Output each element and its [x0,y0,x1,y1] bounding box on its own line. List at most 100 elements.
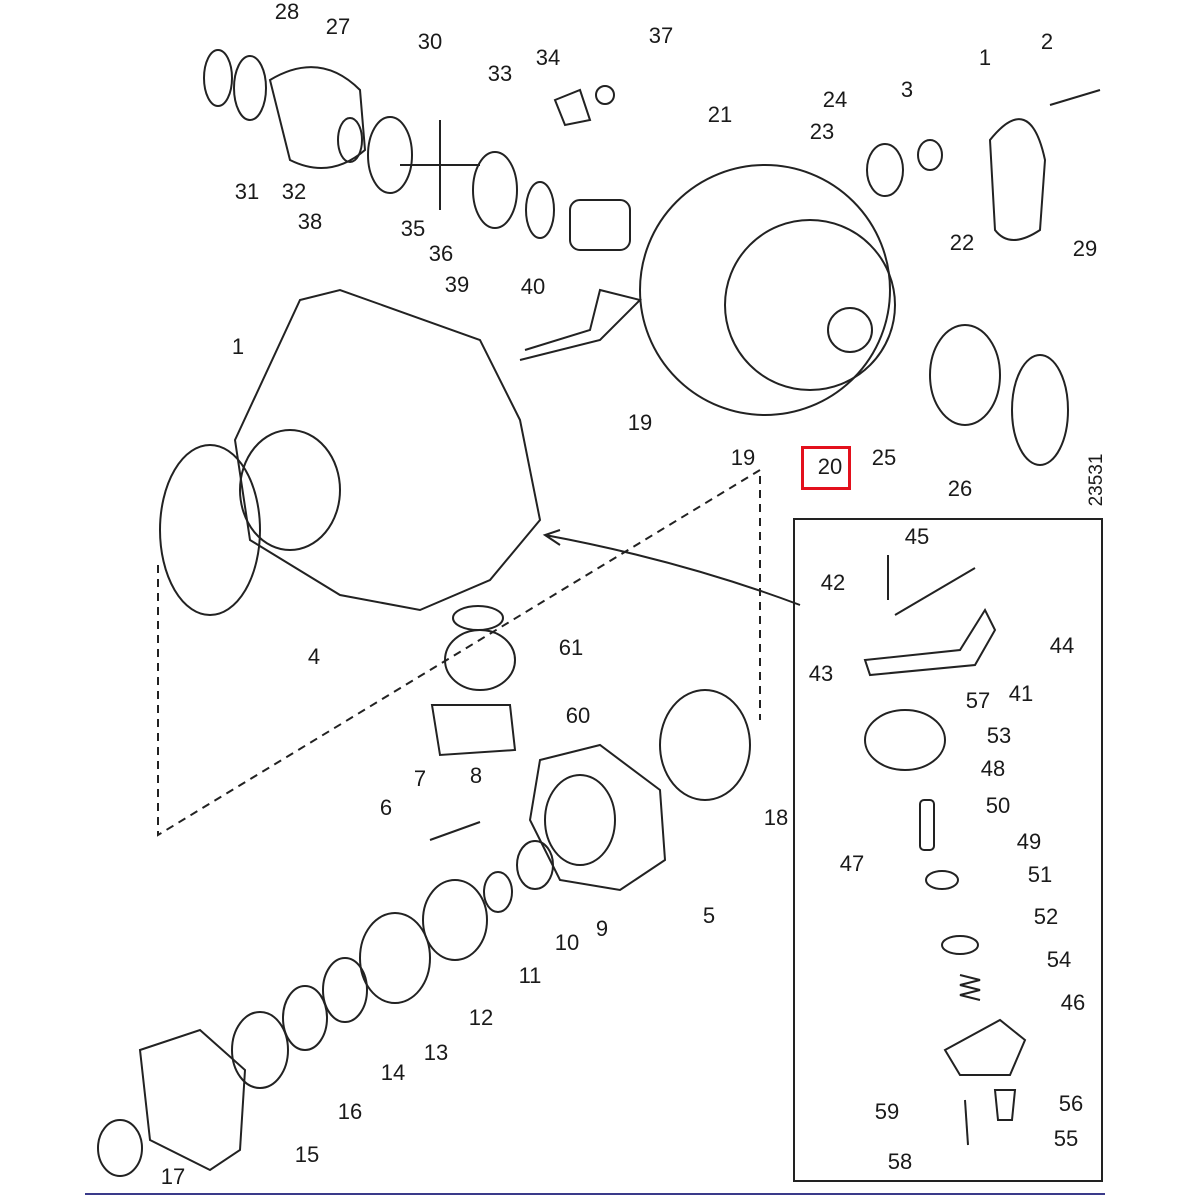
callout-41[interactable]: 41 [1008,681,1034,706]
callout-17[interactable]: 17 [160,1164,186,1189]
highlight-box-part-20[interactable] [801,446,851,490]
part-gear-35 [367,116,413,194]
part-bearing-18 [659,689,751,801]
part-pinion-19 [519,288,642,361]
callout-38[interactable]: 38 [297,209,323,234]
callout-34[interactable]: 34 [535,45,561,70]
inset-detail-box [793,518,1103,1182]
callout-9[interactable]: 9 [595,916,609,941]
callout-2[interactable]: 2 [1040,29,1054,54]
callout-5[interactable]: 5 [702,903,716,928]
part-bearing-23 [866,143,904,197]
callout-52[interactable]: 52 [1033,904,1059,929]
part-seal-24 [917,139,943,171]
part-shield-60 [430,704,517,757]
callout-25[interactable]: 25 [871,445,897,470]
callout-59[interactable]: 59 [874,1099,900,1124]
part-washer-37 [595,85,615,105]
callout-58[interactable]: 58 [887,1149,913,1174]
callout-61[interactable]: 61 [558,635,584,660]
callout-45[interactable]: 45 [904,524,930,549]
callout-28[interactable]: 28 [274,0,300,24]
part-plunger-50 [919,799,935,851]
callout-47[interactable]: 47 [839,851,865,876]
callout-35[interactable]: 35 [400,216,426,241]
figure-number: 23531 [1086,453,1107,507]
callout-55[interactable]: 55 [1053,1126,1079,1151]
bottom-rule [85,1193,1105,1195]
callout-31[interactable]: 31 [234,179,260,204]
part-seal-49 [925,870,959,890]
callout-56[interactable]: 56 [1058,1091,1084,1116]
part-bearing-27 [233,55,267,121]
callout-19[interactable]: 19 [627,410,653,435]
part-ring-14 [282,985,328,1051]
callout-51[interactable]: 51 [1027,862,1053,887]
callout-11[interactable]: 11 [518,963,542,988]
part-nut-17 [97,1119,143,1177]
callout-14[interactable]: 14 [380,1060,406,1085]
callout-29[interactable]: 29 [1072,236,1098,261]
part-seal-9 [516,840,554,890]
callout-18[interactable]: 18 [763,805,789,830]
callout-30[interactable]: 30 [417,29,443,54]
part-housing-opening [239,429,341,551]
part-washer-52 [941,935,979,955]
callout-12[interactable]: 12 [468,1005,494,1030]
callout-3[interactable]: 3 [900,77,914,102]
callout-33[interactable]: 33 [487,61,513,86]
callout-42[interactable]: 42 [820,570,846,595]
callout-49[interactable]: 49 [1016,829,1042,854]
part-bolt-6 [429,821,481,841]
callout-37[interactable]: 37 [648,23,674,48]
part-fork-41 [863,607,997,677]
callout-6[interactable]: 6 [379,795,393,820]
callout-19[interactable]: 19 [730,445,756,470]
callout-43[interactable]: 43 [808,661,834,686]
callout-48[interactable]: 48 [980,756,1006,781]
part-bearing-12 [359,912,431,1004]
part-gear-hub-20 [724,219,896,391]
part-washer-38 [337,117,363,163]
callout-16[interactable]: 16 [337,1099,363,1124]
callout-7[interactable]: 7 [413,766,427,791]
callout-54[interactable]: 54 [1046,947,1072,972]
part-switch-55 [993,1089,1017,1121]
part-cover-bore [544,774,616,866]
part-washer-39 [525,181,555,239]
callout-40[interactable]: 40 [520,274,546,299]
callout-8[interactable]: 8 [469,763,483,788]
callout-57[interactable]: 57 [965,688,991,713]
callout-26[interactable]: 26 [947,476,973,501]
part-seal-25 [929,324,1001,426]
part-spring-54 [959,974,981,1001]
callout-53[interactable]: 53 [986,723,1012,748]
callout-22[interactable]: 22 [949,230,975,255]
callout-23[interactable]: 23 [809,119,835,144]
part-seal-16 [231,1011,289,1089]
callout-60[interactable]: 60 [565,703,591,728]
part-bearing-11 [422,879,488,961]
callout-24[interactable]: 24 [822,87,848,112]
callout-27[interactable]: 27 [325,14,351,39]
callout-46[interactable]: 46 [1060,990,1086,1015]
callout-32[interactable]: 32 [281,179,307,204]
callout-39[interactable]: 39 [444,272,470,297]
callout-21[interactable]: 21 [707,102,733,127]
part-bolt-45 [894,567,976,616]
callout-10[interactable]: 10 [554,930,580,955]
callout-36[interactable]: 36 [428,241,454,266]
callout-20[interactable]: 20 [817,454,843,479]
callout-1[interactable]: 1 [231,334,245,359]
callout-15[interactable]: 15 [294,1142,320,1167]
callout-50[interactable]: 50 [985,793,1011,818]
callout-13[interactable]: 13 [423,1040,449,1065]
part-oring-61 [452,605,504,631]
part-screw-58 [964,1099,969,1146]
callout-1[interactable]: 1 [978,45,992,70]
callout-44[interactable]: 44 [1049,633,1075,658]
callout-4[interactable]: 4 [307,644,321,669]
part-bolt-2 [1049,89,1101,106]
part-ring-10 [483,871,513,913]
